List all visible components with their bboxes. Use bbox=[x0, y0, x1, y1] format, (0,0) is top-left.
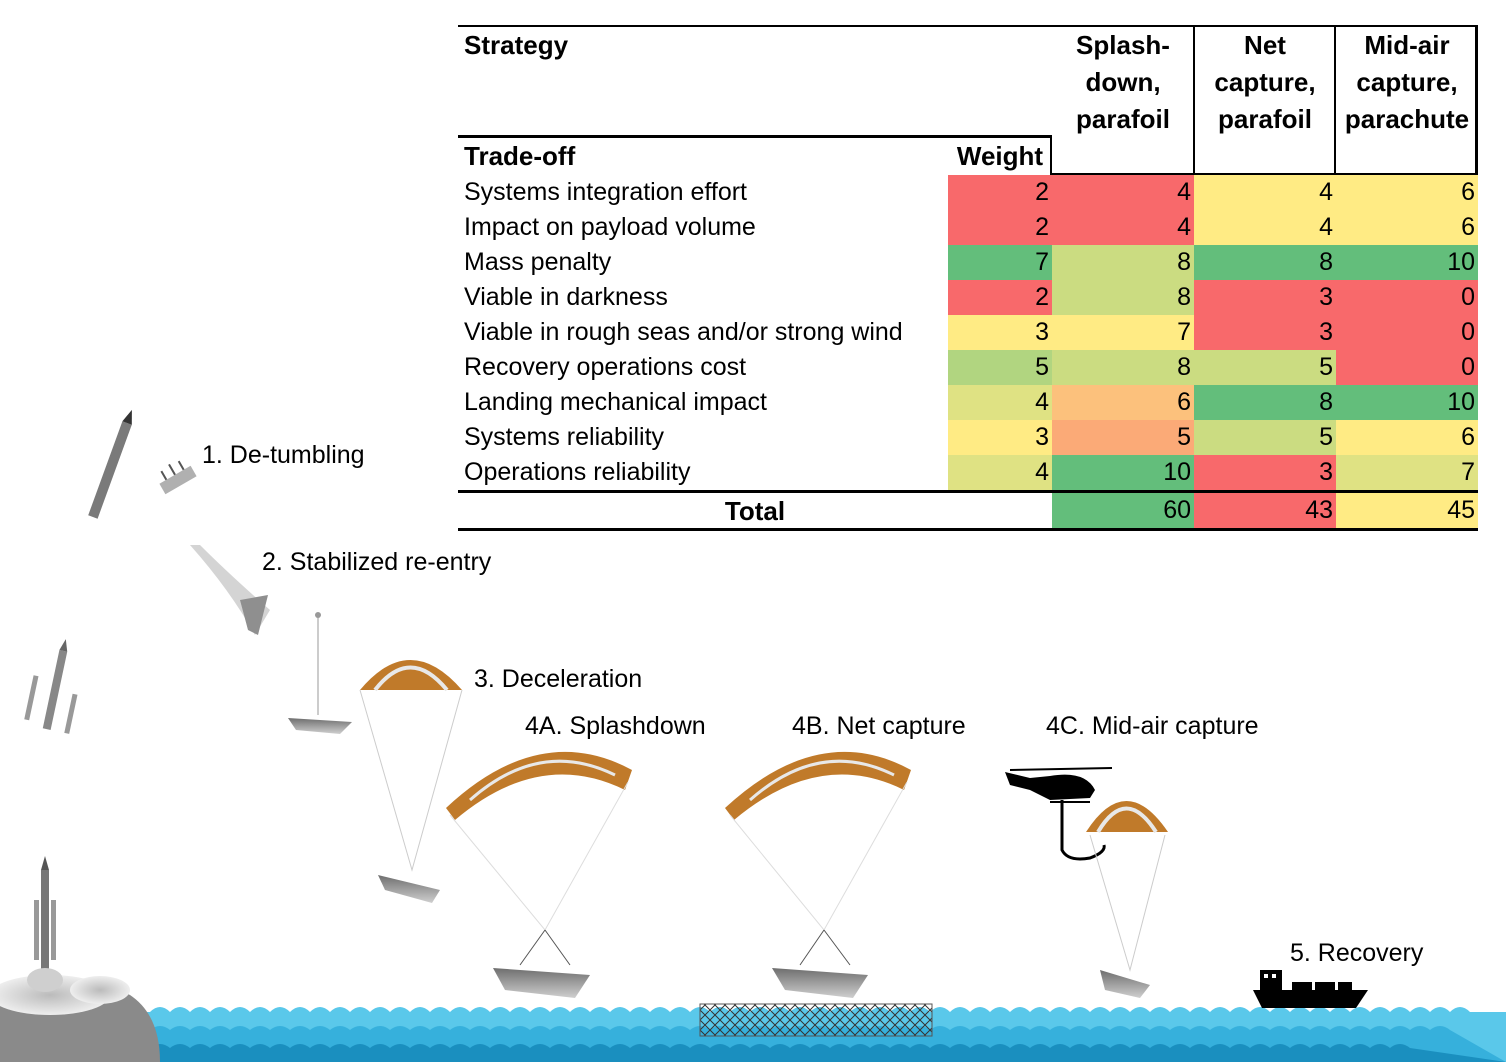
table-rule bbox=[1475, 25, 1478, 175]
score-cell: 6 bbox=[1336, 175, 1478, 210]
net-capture-parafoil-icon bbox=[725, 751, 911, 998]
recovery-ship-icon bbox=[1253, 970, 1368, 1008]
midair-parachute-icon bbox=[1086, 801, 1168, 998]
score-cell: 5 bbox=[1194, 350, 1336, 385]
score-cell: 8 bbox=[1052, 245, 1194, 280]
score-cell: 8 bbox=[1194, 385, 1336, 420]
splashdown-parafoil-icon bbox=[446, 751, 632, 998]
column-header-line: Splash- bbox=[1076, 30, 1170, 60]
stage-label-splashdown: 4A. Splashdown bbox=[525, 712, 706, 740]
score-cell: 0 bbox=[1336, 350, 1478, 385]
tradeoff-row-label: Systems integration effort bbox=[464, 178, 748, 206]
score-cell: 6 bbox=[1336, 210, 1478, 245]
weight-cell: 7 bbox=[948, 245, 1052, 280]
weight-cell: 4 bbox=[948, 455, 1052, 490]
tradeoff-row-label: Viable in rough seas and/or strong wind bbox=[464, 318, 903, 346]
stage-label-reentry: 2. Stabilized re-entry bbox=[262, 548, 492, 576]
weight-header: Weight bbox=[956, 141, 1044, 171]
score-cell: 4 bbox=[1052, 175, 1194, 210]
column-header-line: parafoil bbox=[1218, 104, 1312, 134]
score-cell: 4 bbox=[1052, 210, 1194, 245]
tradeoff-row-label: Systems reliability bbox=[464, 423, 665, 451]
tradeoff-row-label: Operations reliability bbox=[464, 458, 691, 486]
table-rule bbox=[1050, 135, 1052, 175]
stage-label-net-capture: 4B. Net capture bbox=[792, 712, 966, 740]
launch-site bbox=[0, 975, 160, 1062]
capture-net bbox=[699, 1003, 933, 1037]
total-score-cell: 45 bbox=[1336, 493, 1478, 528]
tradeoff-row-label: Recovery operations cost bbox=[464, 353, 747, 381]
launch-rocket-icon bbox=[27, 856, 63, 992]
column-header-net-capture: Net capture, parafoil bbox=[1194, 27, 1336, 138]
tradeoff-row-label: Landing mechanical impact bbox=[464, 388, 767, 416]
score-cell: 6 bbox=[1052, 385, 1194, 420]
column-header-line: capture, bbox=[1356, 67, 1458, 97]
score-cell: 10 bbox=[1336, 385, 1478, 420]
tradeoff-row-label: Mass penalty bbox=[464, 248, 612, 276]
column-header-line: parachute bbox=[1344, 104, 1470, 134]
column-header-splashdown: Splash- down, parafoil bbox=[1052, 27, 1194, 138]
total-score-cell: 43 bbox=[1194, 493, 1336, 528]
column-header-line: Mid-air bbox=[1364, 30, 1450, 60]
deceleration-parachute-icon bbox=[288, 612, 463, 903]
column-header-line: capture, bbox=[1214, 67, 1316, 97]
tradeoff-table: Strategy Trade-off Weight Splash- down, … bbox=[458, 25, 1478, 531]
stage-label-midair-capture: 4C. Mid-air capture bbox=[1046, 712, 1259, 740]
score-cell: 0 bbox=[1336, 315, 1478, 350]
score-cell: 4 bbox=[1194, 210, 1336, 245]
total-label: Total bbox=[724, 496, 786, 526]
table-rule bbox=[458, 528, 1478, 531]
score-cell: 10 bbox=[1336, 245, 1478, 280]
table-rule bbox=[458, 25, 1478, 27]
rocket-stages-icon bbox=[24, 639, 78, 734]
score-cell: 10 bbox=[1052, 455, 1194, 490]
column-header-line: Net bbox=[1244, 30, 1286, 60]
table-rule bbox=[1193, 25, 1195, 175]
score-cell: 8 bbox=[1194, 245, 1336, 280]
score-cell: 5 bbox=[1194, 420, 1336, 455]
score-cell: 4 bbox=[1194, 175, 1336, 210]
weight-cell: 3 bbox=[948, 315, 1052, 350]
score-cell: 3 bbox=[1194, 315, 1336, 350]
detumbling-rocket-icon bbox=[88, 409, 132, 519]
reentry-vehicle-icon bbox=[190, 545, 270, 635]
weight-cell: 5 bbox=[948, 350, 1052, 385]
weight-cell: 2 bbox=[948, 280, 1052, 315]
score-cell: 6 bbox=[1336, 420, 1478, 455]
strategy-header: Strategy bbox=[464, 30, 569, 60]
score-cell: 3 bbox=[1194, 455, 1336, 490]
score-cell: 0 bbox=[1336, 280, 1478, 315]
score-cell: 5 bbox=[1052, 420, 1194, 455]
weight-cell: 4 bbox=[948, 385, 1052, 420]
column-header-line: parafoil bbox=[1076, 104, 1170, 134]
score-cell: 7 bbox=[1052, 315, 1194, 350]
detumbling-stage-icon bbox=[159, 460, 197, 495]
total-score-cell: 60 bbox=[1052, 493, 1194, 528]
table-rule bbox=[1334, 25, 1336, 175]
column-header-midair-capture: Mid-air capture, parachute bbox=[1336, 27, 1478, 138]
helicopter-icon bbox=[1005, 767, 1113, 861]
tradeoff-row-label: Viable in darkness bbox=[464, 283, 668, 311]
stage-label-recovery: 5. Recovery bbox=[1290, 939, 1424, 967]
table-rule bbox=[1052, 173, 1478, 175]
tradeoff-header: Trade-off bbox=[464, 141, 576, 171]
weight-cell: 3 bbox=[948, 420, 1052, 455]
score-cell: 8 bbox=[1052, 350, 1194, 385]
table-rule bbox=[458, 490, 1478, 493]
stage-label-deceleration: 3. Deceleration bbox=[474, 665, 643, 693]
column-header-line: down, bbox=[1085, 67, 1161, 97]
tradeoff-row-label: Impact on payload volume bbox=[464, 213, 756, 241]
weight-cell: 2 bbox=[948, 175, 1052, 210]
score-cell: 3 bbox=[1194, 280, 1336, 315]
weight-cell: 2 bbox=[948, 210, 1052, 245]
score-cell: 8 bbox=[1052, 280, 1194, 315]
table-rule bbox=[458, 135, 1052, 138]
score-cell: 7 bbox=[1336, 455, 1478, 490]
stage-label-detumbling: 1. De-tumbling bbox=[202, 441, 365, 469]
